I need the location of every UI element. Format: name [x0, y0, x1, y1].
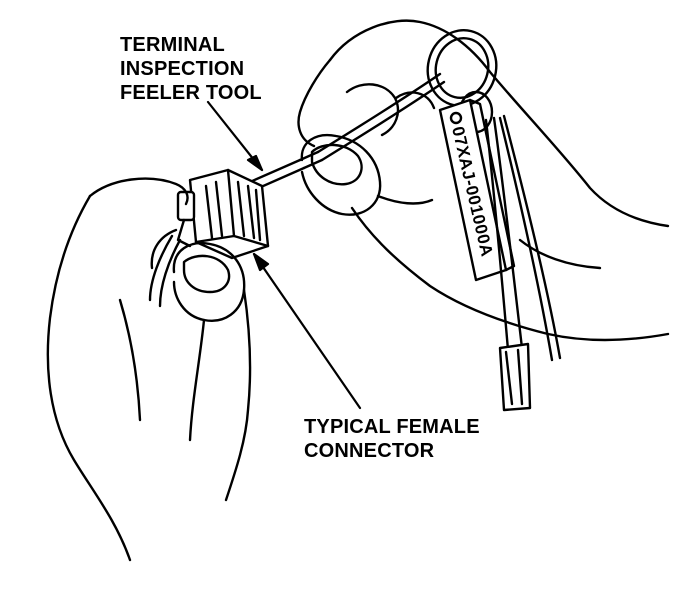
feeler-tool-label: TERMINAL INSPECTION FEELER TOOL	[120, 33, 262, 105]
tool-tag	[438, 98, 562, 412]
female-connector-label: TYPICAL FEMALE CONNECTOR	[304, 415, 480, 463]
feeler-tool-label-line-1: TERMINAL	[120, 34, 225, 56]
leader-feeler-tool	[206, 100, 264, 172]
left-hand	[46, 177, 252, 562]
leader-connector	[252, 252, 362, 410]
female-connector-label-line-1: TYPICAL FEMALE	[304, 416, 480, 438]
right-hand	[297, 19, 670, 342]
female-connector	[176, 168, 270, 260]
feeler-tool-label-line-2: INSPECTION	[120, 58, 245, 80]
female-connector-label-line-2: CONNECTOR	[304, 440, 435, 462]
feeler-tool-label-line-3: FEELER TOOL	[120, 82, 262, 104]
